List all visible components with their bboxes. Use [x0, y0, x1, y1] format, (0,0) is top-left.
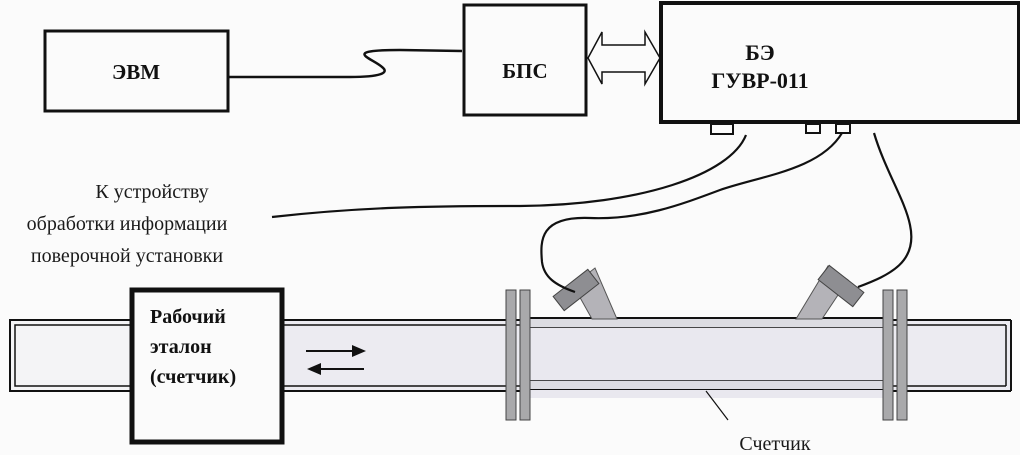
electronic-unit-box — [659, 1, 1020, 124]
transducer-left-head — [552, 268, 600, 312]
bps-box — [462, 3, 588, 117]
computer-to-bps-cable — [229, 48, 463, 79]
right-transducer-cable — [857, 132, 913, 289]
connector-sensor-2-port — [835, 123, 851, 134]
flow-direction-arrows — [306, 345, 366, 375]
bps-label: БПС — [502, 59, 547, 83]
reference-meter-block: Рабочий эталон (счетчик) — [129, 287, 285, 445]
connector-sensor-1-port — [805, 123, 821, 134]
meter-wall-bottom — [530, 381, 888, 389]
computer-box — [43, 29, 230, 113]
processing-annotation-line-2: обработки информации — [27, 213, 228, 235]
transducer-right — [795, 264, 865, 320]
reference-meter-label-2: эталон — [150, 336, 212, 358]
bps-block: БПС — [462, 3, 588, 117]
transducer-left — [552, 267, 618, 320]
bidirectional-data-arrow-icon — [587, 29, 661, 87]
flange-right-1 — [882, 289, 894, 421]
flange-left-1 — [505, 289, 517, 421]
connector-output-port — [710, 123, 734, 135]
processing-annotation-line-1: К устройству — [95, 181, 208, 203]
flow-forward-arrow-icon — [352, 345, 366, 357]
meter-wall-top — [530, 319, 888, 327]
flange-right-2 — [896, 289, 908, 421]
electronic-unit-block: БЭ ГУВР-011 — [659, 1, 1020, 135]
processing-device-annotation: К устройству обработки информации поверо… — [27, 181, 228, 267]
processing-device-cable — [271, 134, 748, 219]
flange-left-2 — [519, 289, 531, 421]
computer-label: ЭВМ — [112, 60, 160, 84]
meter-under-test — [530, 317, 888, 398]
meter-annotation: Счетчик — [705, 390, 811, 455]
computer-block: ЭВМ — [43, 29, 230, 113]
pipe-left-outer — [9, 319, 136, 392]
reference-meter-label-1: Рабочий — [150, 306, 226, 328]
meter-label: Счетчик — [739, 433, 811, 455]
reference-meter-box — [129, 287, 285, 445]
transducer-right-head — [817, 264, 865, 308]
left-transducer-cable — [540, 132, 843, 294]
electronic-unit-label-2: ГУВР-011 — [711, 68, 808, 93]
flow-reverse-arrow-icon — [307, 363, 321, 375]
processing-annotation-line-3: поверочной установки — [31, 245, 223, 267]
reference-meter-label-3: (счетчик) — [150, 366, 236, 388]
flanges — [505, 289, 908, 421]
meter-leader-line — [705, 390, 729, 421]
electronic-unit-label-1: БЭ — [745, 40, 774, 65]
